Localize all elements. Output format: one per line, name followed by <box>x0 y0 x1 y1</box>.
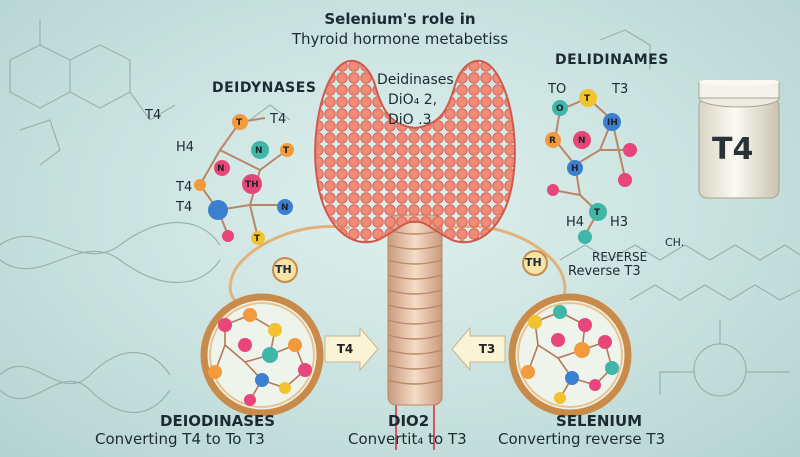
atom <box>567 160 583 176</box>
right-label-to: TO <box>548 82 567 97</box>
atom <box>552 100 568 116</box>
ch-label: CH. <box>665 236 685 249</box>
atom-label: T <box>254 234 261 244</box>
atom <box>589 203 607 221</box>
center-label-line2: DiO₄ 2, <box>388 92 438 108</box>
right-connector-tag <box>522 250 548 276</box>
atom <box>222 230 234 242</box>
atom <box>251 141 269 159</box>
bottom-left-subtitle: Converting T4 to To T3 <box>95 430 265 448</box>
left-label-t4: T4 <box>270 112 287 127</box>
center-label-line3: DiO .3 <box>388 112 432 128</box>
atom <box>194 179 206 191</box>
bottom-right-subtitle: Converting reverse T3 <box>498 430 666 448</box>
left-molecule-heading: DEIDYNASES <box>212 80 317 96</box>
bottom-right-title: SELENIUM <box>556 412 643 430</box>
left-magnifier <box>200 293 324 417</box>
bottom-left-title: DEIODINASES <box>160 412 276 430</box>
left-arrow-shape <box>324 326 379 372</box>
atom <box>579 89 597 107</box>
atom <box>578 230 592 244</box>
atom-label: N <box>217 164 225 174</box>
atom <box>545 132 561 148</box>
atom-label: N <box>255 146 263 156</box>
atom <box>573 131 591 149</box>
atom-label: O <box>556 104 564 114</box>
left-label-t4-d: T4 <box>145 108 162 123</box>
atom <box>214 160 230 176</box>
left-label-t4-b: T4 <box>176 180 193 195</box>
right-connector-text: TH <box>525 256 542 269</box>
atom-label: TH <box>245 180 259 190</box>
atom <box>618 173 632 187</box>
right-magnifier <box>508 293 632 417</box>
left-label-h4: H4 <box>176 140 195 155</box>
right-arrow-label: T3 <box>478 342 496 356</box>
t4-jar <box>698 80 780 199</box>
right-label-h3: H3 <box>610 215 629 230</box>
right-arrow-shape <box>451 326 506 372</box>
atom <box>280 143 294 157</box>
right-label-h4: H4 <box>566 215 585 230</box>
left-connector-tag <box>272 257 298 283</box>
atom-label: IH <box>607 118 618 128</box>
atom-label: H <box>571 164 579 174</box>
page-title-line2: Thyroid hormone metabetiss <box>291 30 509 48</box>
atom-label: T <box>283 146 290 156</box>
atom <box>232 114 248 130</box>
left-connector-text: TH <box>275 263 292 276</box>
page-title-line1: Selenium's role in <box>324 10 476 28</box>
jar-label: T4 <box>712 132 754 167</box>
atom-label: T <box>236 118 243 128</box>
atom-label: N <box>578 136 586 146</box>
atom <box>547 184 559 196</box>
reverse-t3-label: Reverse T3 <box>568 264 641 279</box>
atom <box>251 231 265 245</box>
right-molecule-heading: DELIDINAMES <box>555 52 669 68</box>
atom <box>242 174 262 194</box>
atom-label: R <box>549 136 556 146</box>
atom-label: T <box>584 94 591 104</box>
atom <box>277 199 293 215</box>
atom <box>623 143 637 157</box>
bottom-center-title: DIO2 <box>388 412 430 430</box>
atom <box>603 113 621 131</box>
right-label-t3: T3 <box>612 82 629 97</box>
bottom-center-subtitle: Convertit₄ to T3 <box>348 430 467 448</box>
center-label-line1: Deidinases <box>377 72 454 88</box>
left-arrow-label: T4 <box>336 342 354 356</box>
atom-label: T <box>594 208 601 218</box>
reverse-label: REVERSE <box>592 250 648 264</box>
atom-label: N <box>281 203 289 213</box>
atom <box>208 200 228 220</box>
left-label-t4-c: T4 <box>176 200 193 215</box>
